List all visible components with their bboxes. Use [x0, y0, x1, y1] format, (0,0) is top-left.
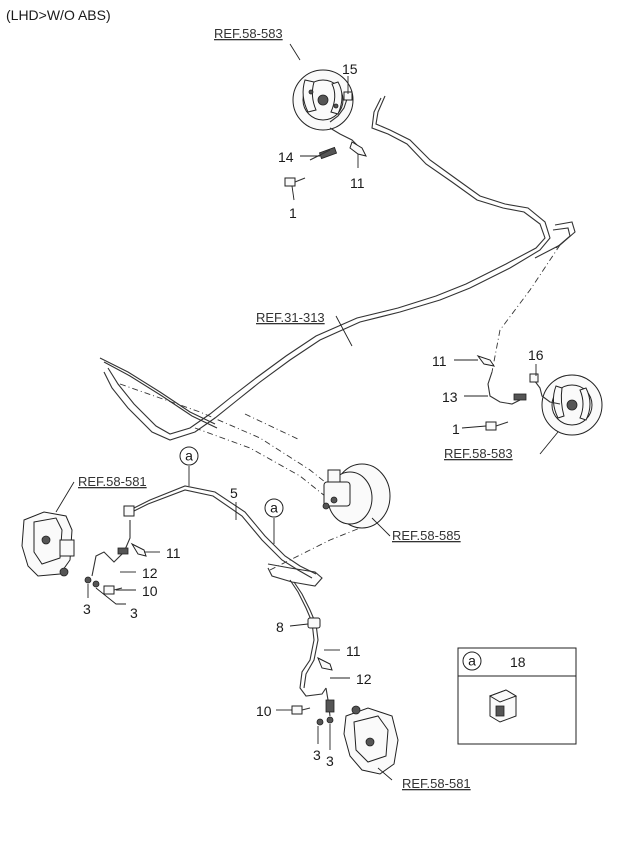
part-3-washer-left-b: [92, 580, 100, 588]
part-3-washer-bottom-b: [326, 716, 334, 724]
rear-brake-assembly-top: [292, 69, 354, 131]
ref-label-top[interactable]: REF.58-583: [214, 26, 283, 41]
callout-3-bottom-a: 3: [313, 747, 321, 763]
leader-lines: [55, 43, 559, 781]
marker-a-mid: a: [264, 498, 284, 518]
part-1-bolt-top: [284, 177, 306, 187]
diagram-title: (LHD>W/O ABS): [6, 7, 111, 23]
callout-16: 16: [528, 347, 544, 363]
callout-11-bottom: 11: [346, 643, 361, 659]
callout-1-right: 1: [452, 421, 460, 437]
callout-10-left: 10: [142, 583, 158, 599]
callout-11-left: 11: [166, 545, 181, 561]
callout-11-right: 11: [432, 353, 447, 369]
bottom-flex-hose-12: [325, 687, 335, 717]
callout-3-left-a: 3: [83, 601, 91, 617]
part-10-bolt-left: [103, 585, 123, 595]
brake-booster: [322, 463, 391, 529]
front-brake-pipe-5: [127, 485, 327, 697]
front-caliper-left: [21, 511, 75, 577]
part-13-flex-hose: [487, 371, 527, 405]
part-10-bolt-bottom: [291, 705, 311, 715]
callout-15: 15: [342, 61, 358, 77]
part-14-flex-hose: [309, 127, 359, 161]
marker-a-mid-label: a: [270, 500, 278, 516]
part-11-clip-left: [130, 542, 147, 557]
callout-14: 14: [278, 149, 294, 165]
legend-box: a 18: [457, 647, 577, 745]
main-brake-pipes: [99, 95, 576, 441]
front-caliper-bottom: [343, 705, 399, 775]
ref-label-right[interactable]: REF.58-583: [444, 446, 513, 461]
part-11-clip-bottom: [317, 656, 333, 671]
rear-brake-assembly-right: [541, 374, 603, 436]
callout-12-bottom: 12: [356, 671, 372, 687]
callout-13: 13: [442, 389, 458, 405]
ref-label-booster[interactable]: REF.58-585: [392, 528, 461, 543]
part-3-washer-left-a: [84, 576, 92, 584]
callout-10-bottom: 10: [256, 703, 272, 719]
part-11-clip-right: [476, 355, 496, 367]
callout-3-left-b: 3: [130, 605, 138, 621]
ref-label-bottom[interactable]: REF.58-581: [402, 776, 471, 791]
part-3-washer-bottom-a: [316, 718, 324, 726]
callout-5: 5: [230, 485, 238, 501]
part-8-bracket: [307, 617, 321, 629]
callout-1-top: 1: [289, 205, 297, 221]
ref-label-mid[interactable]: REF.31-313: [256, 310, 325, 325]
marker-a-left: a: [179, 446, 199, 466]
callout-12-left: 12: [142, 565, 158, 581]
part-16-brake-pipe: [529, 373, 561, 405]
callout-11-top: 11: [350, 175, 365, 191]
ref-label-left[interactable]: REF.58-581: [78, 474, 147, 489]
callout-8: 8: [276, 619, 284, 635]
legend-marker: a: [468, 653, 476, 669]
marker-a-left-label: a: [185, 448, 193, 464]
part-1-bolt-right: [485, 421, 509, 431]
part-11-clip-top: [349, 141, 367, 157]
callout-3-bottom-b: 3: [326, 753, 334, 769]
legend-part-number: 18: [510, 654, 526, 670]
clip-18-icon: [488, 689, 518, 723]
left-flex-hose-12: [91, 505, 135, 577]
guide-lines: [119, 244, 561, 571]
